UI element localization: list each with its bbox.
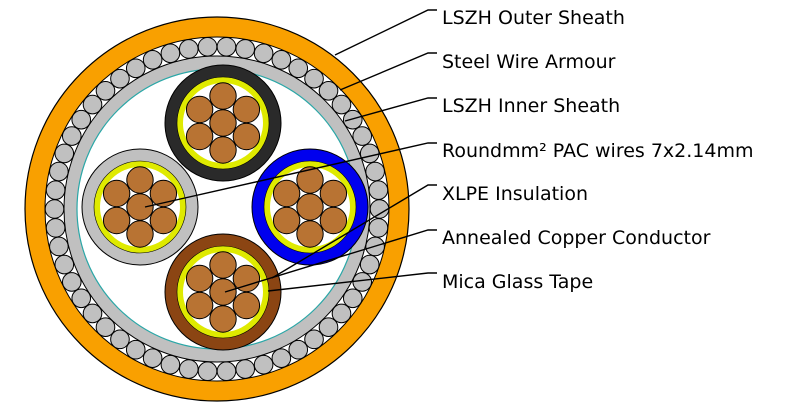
- armour-wire: [45, 218, 66, 238]
- copper-strand: [209, 305, 237, 333]
- armour-wire: [216, 36, 237, 57]
- armour-wire: [359, 143, 380, 164]
- leader-outer-sheath: [334, 9, 437, 56]
- copper-strand: [272, 206, 301, 235]
- leader-mica: [267, 272, 437, 292]
- copper-strand: [232, 122, 261, 151]
- leader-inner-sheath: [344, 97, 437, 122]
- armour-wire: [142, 49, 163, 70]
- armour-wire: [304, 329, 324, 350]
- leader-conductor: [224, 229, 437, 293]
- armour-wire: [54, 143, 75, 164]
- armour-wire: [216, 361, 237, 382]
- armour-wire: [178, 359, 199, 379]
- armour-wire: [160, 354, 181, 375]
- armour-wire: [125, 339, 146, 360]
- armour-wire: [54, 254, 75, 275]
- armour-wire: [44, 199, 65, 219]
- armour-wire: [61, 272, 82, 292]
- copper-strand: [296, 220, 324, 248]
- label-inner-sheath: LSZH Inner Sheath: [442, 95, 620, 117]
- copper-strand: [319, 206, 348, 235]
- armour-wire: [359, 254, 380, 275]
- armour-wire: [82, 94, 103, 115]
- label-wires: Roundmm² PAC wires 7x2.14mm: [442, 140, 754, 162]
- armour-wire: [71, 109, 92, 130]
- copper-strand: [209, 278, 237, 306]
- copper-strand: [296, 166, 324, 194]
- armour-wire: [235, 39, 256, 59]
- armour-wire: [342, 109, 363, 130]
- armour-wire: [197, 36, 218, 57]
- copper-strand: [102, 179, 131, 208]
- cable: [24, 16, 410, 402]
- copper-strand: [209, 109, 237, 137]
- armour-wire: [288, 339, 309, 360]
- armour-wire: [82, 303, 103, 324]
- armour-wire: [235, 359, 256, 379]
- armour-wire: [45, 180, 66, 200]
- copper-strand: [209, 82, 237, 110]
- copper-strand: [185, 291, 214, 320]
- copper-strand: [126, 220, 154, 248]
- armour-wire: [318, 317, 339, 337]
- label-outer-sheath: LSZH Outer Sheath: [442, 7, 625, 29]
- armour-wire: [125, 58, 146, 79]
- armour-wire: [61, 126, 82, 146]
- label-insulation: XLPE Insulation: [442, 183, 588, 205]
- copper-strand: [185, 122, 214, 151]
- armour-wire: [368, 180, 389, 200]
- armour-wire: [331, 94, 352, 115]
- armour-wire: [197, 361, 218, 382]
- armour-wire: [342, 288, 363, 309]
- copper-strand: [102, 206, 131, 235]
- armour-wire: [288, 58, 309, 79]
- copper-strand: [126, 193, 154, 221]
- copper-strand: [149, 206, 178, 235]
- armour-wire: [95, 81, 116, 101]
- copper-strand: [232, 291, 261, 320]
- armour-wire: [142, 348, 163, 369]
- copper-strand: [185, 95, 214, 124]
- armour-wire: [160, 43, 181, 64]
- label-conductor: Annealed Copper Conductor: [442, 227, 711, 249]
- copper-strand: [232, 95, 261, 124]
- copper-strand: [232, 264, 261, 293]
- armour-wire: [110, 68, 130, 89]
- armour-wire: [178, 39, 199, 59]
- armour-wire: [318, 81, 339, 101]
- copper-strand: [209, 251, 237, 279]
- armour-wire: [49, 161, 69, 182]
- leader-wires: [144, 142, 437, 208]
- copper-strand: [319, 179, 348, 208]
- armour-wire: [352, 272, 373, 292]
- label-mica: Mica Glass Tape: [442, 271, 593, 293]
- armour-wire: [368, 218, 389, 238]
- armour-wire: [253, 43, 274, 64]
- copper-strand: [149, 179, 178, 208]
- copper-strand: [209, 136, 237, 164]
- copper-strand: [272, 179, 301, 208]
- armour-wire: [71, 288, 92, 309]
- copper-strand: [185, 264, 214, 293]
- armour-wire: [49, 236, 69, 257]
- copper-strand: [126, 166, 154, 194]
- leader-insulation: [271, 184, 437, 279]
- armour-wire: [331, 303, 352, 324]
- labels: LSZH Outer Sheath Steel Wire Armour LSZH…: [442, 7, 754, 293]
- armour-wire: [110, 329, 130, 350]
- leader-lines: [144, 9, 437, 293]
- copper-strand: [296, 193, 324, 221]
- armour-wire: [95, 317, 116, 337]
- armour-wire: [271, 348, 292, 369]
- armour-wire: [271, 49, 292, 70]
- armour-wire: [304, 68, 324, 89]
- armour-wire: [365, 161, 385, 182]
- leader-armour: [339, 52, 437, 91]
- armour-wire: [369, 199, 390, 219]
- label-armour: Steel Wire Armour: [442, 51, 616, 73]
- armour-wire: [253, 354, 274, 375]
- armour-wire: [352, 126, 373, 146]
